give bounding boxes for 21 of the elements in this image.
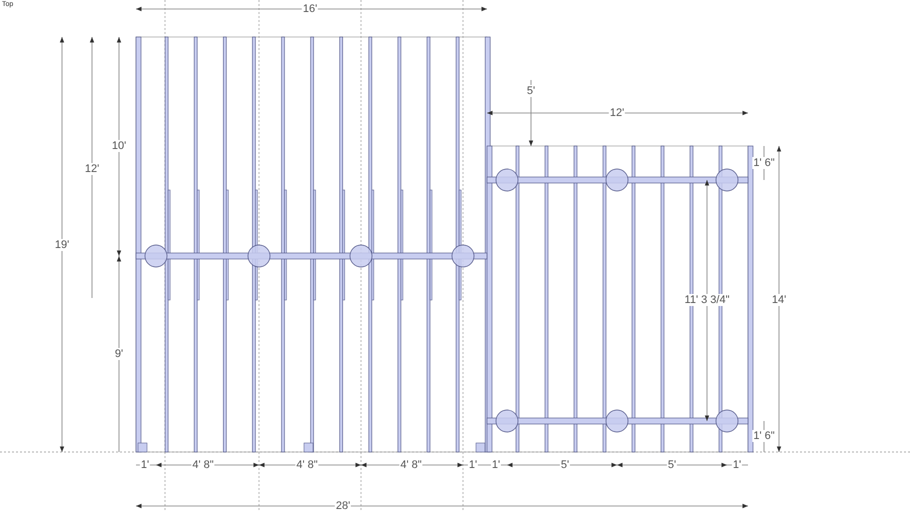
dimension-label: 5' xyxy=(666,459,678,471)
dimension-label: 16' xyxy=(302,3,318,15)
dimension-label: 5' xyxy=(526,85,536,97)
dimension-label: 1' xyxy=(468,459,478,471)
dimension-label: 4' 8" xyxy=(191,459,215,471)
dimension-label: 10' xyxy=(110,140,128,152)
dimension-label: 4' 8" xyxy=(295,459,319,471)
dimension-label: 19' xyxy=(54,239,70,251)
dimension-label: 11' 3 3/4" xyxy=(684,294,730,306)
dimension-label: 14' xyxy=(770,294,788,306)
dimension-label: 9' xyxy=(114,348,124,360)
dimension-label: 1' 6" xyxy=(752,157,776,169)
dimension-label: 1' 6" xyxy=(752,430,776,442)
dimension-label: 1' xyxy=(732,459,742,471)
dimension-label: 4' 8" xyxy=(399,459,423,471)
dimension-label: 1' xyxy=(140,459,150,471)
dimension-label: 28' xyxy=(334,500,352,512)
dimension-label: 5' xyxy=(560,459,570,471)
dimension-label: 1' xyxy=(490,459,502,471)
dimension-label: 12' xyxy=(608,107,626,119)
dimension-label: 12' xyxy=(84,163,100,175)
